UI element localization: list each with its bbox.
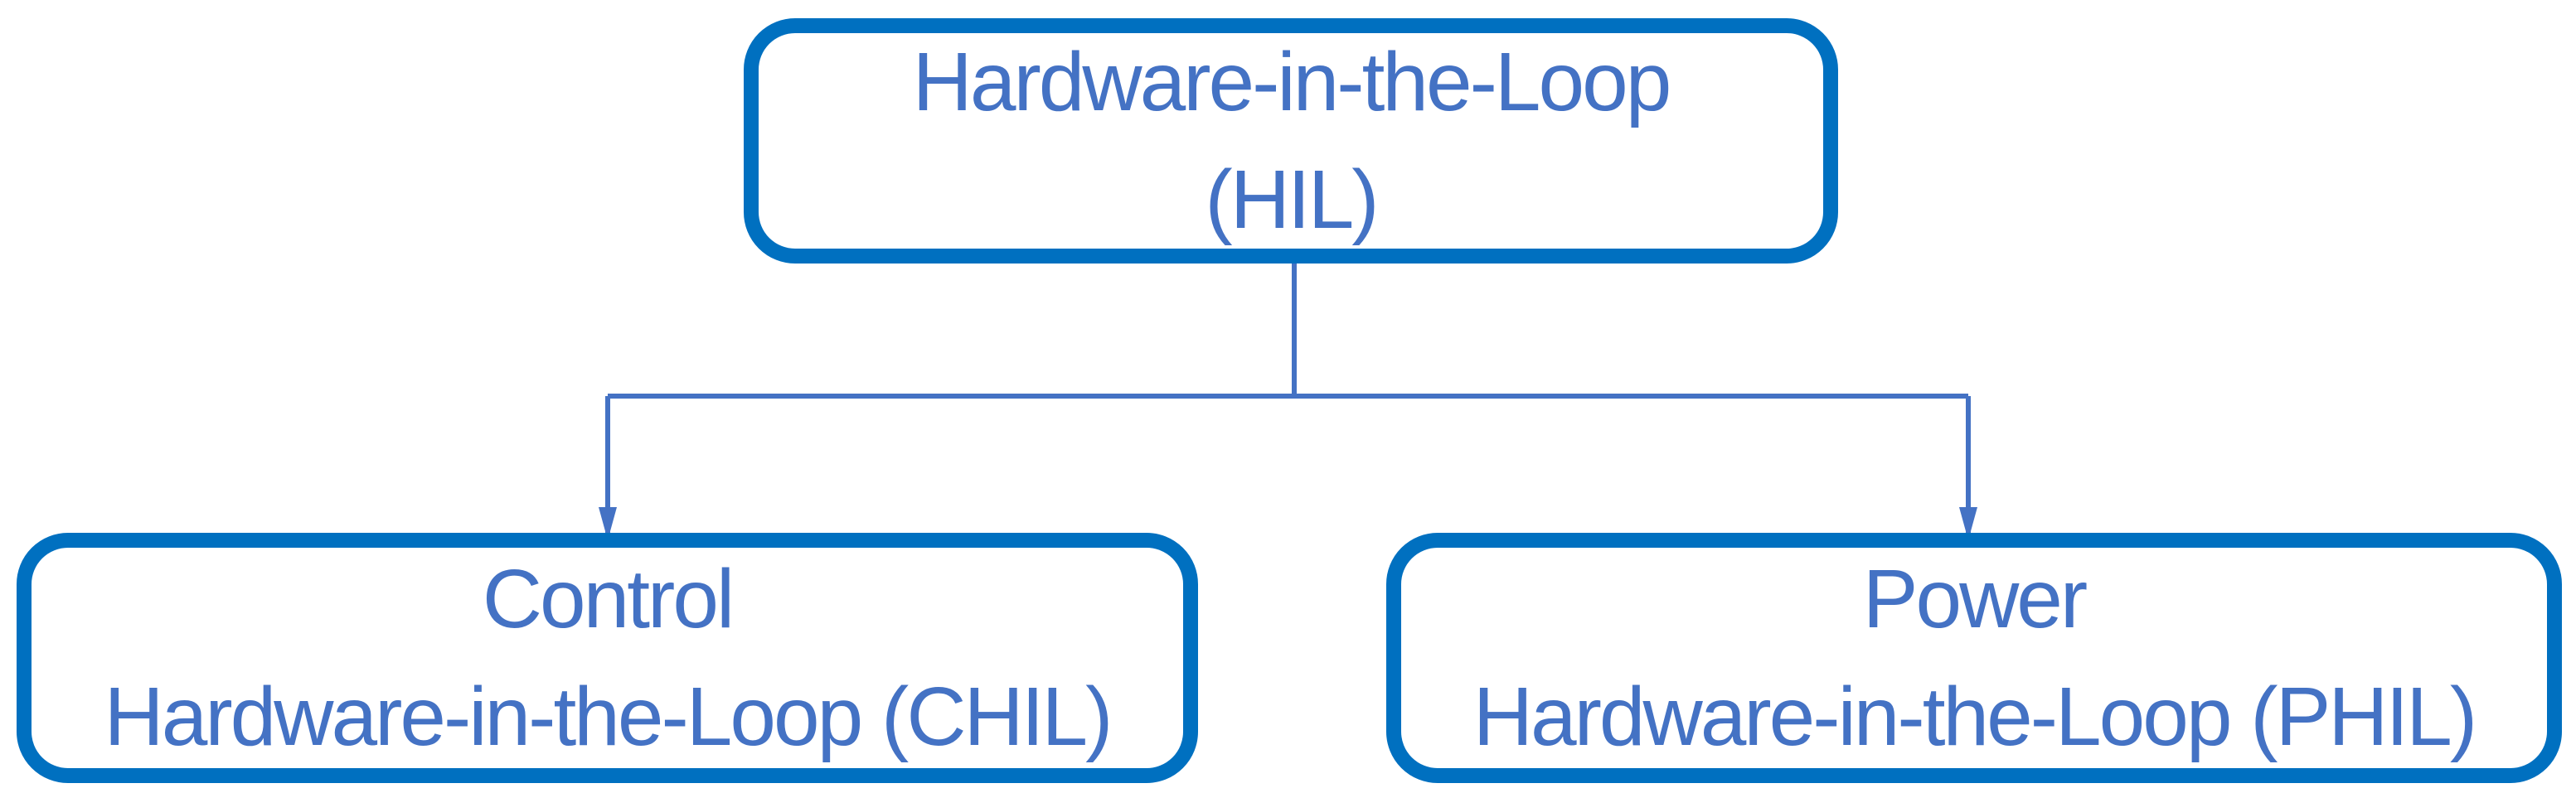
- node-chil-label-line2: Hardware-in-the-Loop (CHIL): [104, 670, 1113, 763]
- node-hil-label-line1: Hardware-in-the-Loop: [912, 36, 1672, 128]
- node-hil-label-line2: (HIL): [1205, 153, 1379, 246]
- node-hil: Hardware-in-the-Loop (HIL): [744, 18, 1838, 264]
- node-phil-label-line2: Hardware-in-the-Loop (PHIL): [1472, 670, 2477, 763]
- node-chil-label-line1: Control: [482, 553, 735, 646]
- node-chil: Control Hardware-in-the-Loop (CHIL): [17, 533, 1198, 783]
- node-phil-label-line1: Power: [1862, 553, 2088, 646]
- node-phil: Power Hardware-in-the-Loop (PHIL): [1386, 533, 2562, 783]
